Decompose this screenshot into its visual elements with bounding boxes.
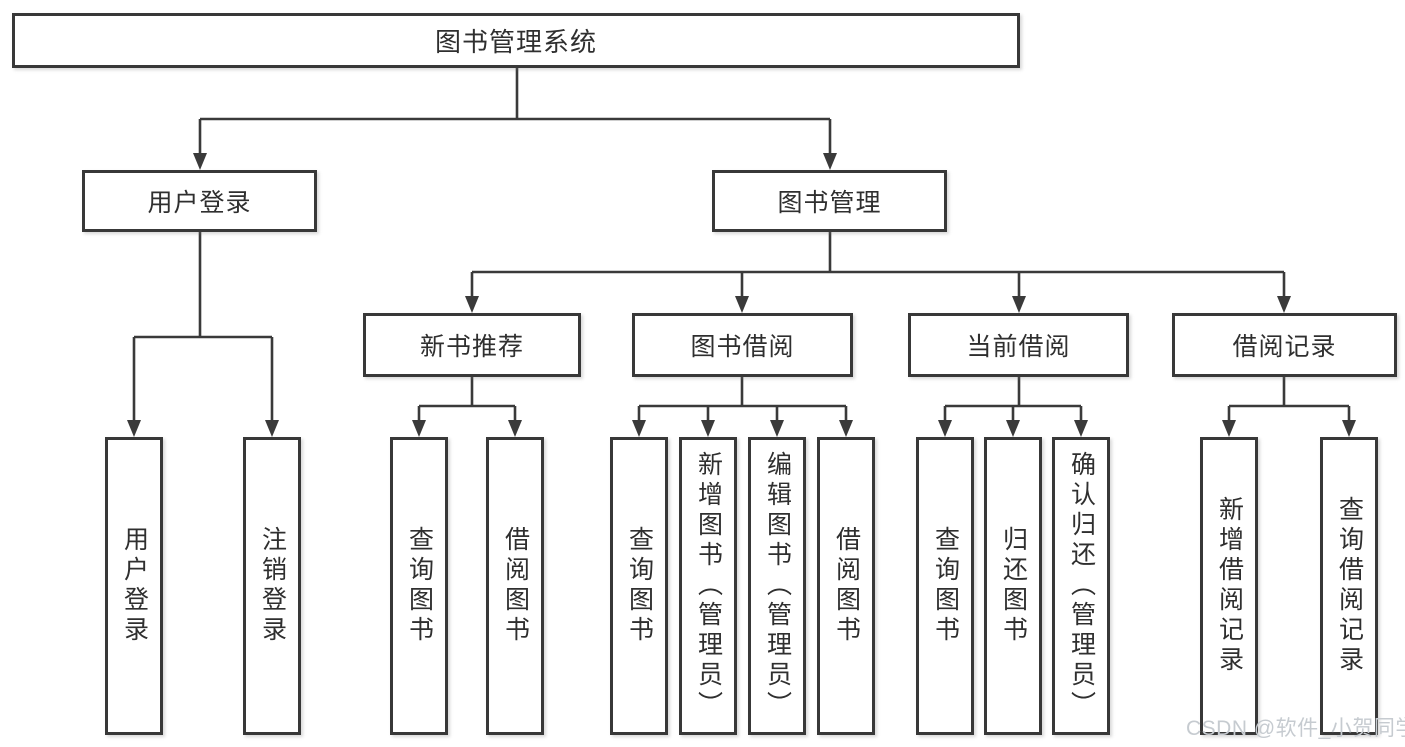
leaf-user-login: 用户登录 xyxy=(105,437,163,735)
leaf-borrow-books-borrowing: 借阅图书 xyxy=(817,437,875,735)
leaf-borrow-books-recommend: 借阅图书 xyxy=(486,437,544,735)
node-borrowing-records: 借阅记录 xyxy=(1172,313,1397,377)
leaf-return-books-label: 归还图书 xyxy=(999,526,1028,646)
node-new-book-recommend: 新书推荐 xyxy=(363,313,581,377)
connector-root-to-level2 xyxy=(198,68,832,156)
leaf-edit-book-admin-label: 编辑图书（管理员） xyxy=(763,451,792,721)
leaf-edit-book-admin: 编辑图书（管理员） xyxy=(748,437,806,735)
leaf-logout-label: 注销登录 xyxy=(258,526,287,646)
connector-new-book-to-leaves xyxy=(417,377,517,423)
leaf-query-books-recommend: 查询图书 xyxy=(390,437,448,735)
leaf-add-book-admin-label: 新增图书（管理员） xyxy=(694,451,723,721)
node-book-management: 图书管理 xyxy=(712,170,947,232)
leaf-query-books-current-label: 查询图书 xyxy=(931,526,960,646)
arrowheads xyxy=(127,153,1356,437)
connector-book-borrowing-to-leaves xyxy=(637,377,848,423)
leaf-return-books: 归还图书 xyxy=(984,437,1042,735)
node-current-borrowing: 当前借阅 xyxy=(908,313,1129,377)
connector-borrowing-records-to-leaves xyxy=(1227,377,1351,423)
leaf-query-books-recommend-label: 查询图书 xyxy=(405,526,434,646)
leaf-confirm-return-admin: 确认归还（管理员） xyxy=(1052,437,1110,735)
leaf-confirm-return-admin-label: 确认归还（管理员） xyxy=(1067,451,1096,721)
leaf-query-books-borrowing: 查询图书 xyxy=(610,437,668,735)
connector-user-login-to-leaves xyxy=(132,232,274,423)
leaf-query-books-borrowing-label: 查询图书 xyxy=(625,526,654,646)
leaf-add-borrow-record-label: 新增借阅记录 xyxy=(1215,496,1244,676)
leaf-add-borrow-record: 新增借阅记录 xyxy=(1200,437,1258,735)
leaf-add-book-admin: 新增图书（管理员） xyxy=(679,437,737,735)
watermark: CSDN @软件_小贺同学 xyxy=(1186,717,1405,740)
leaf-query-borrow-record-label: 查询借阅记录 xyxy=(1335,496,1364,676)
node-root-system: 图书管理系统 xyxy=(12,13,1020,68)
leaf-query-borrow-record: 查询借阅记录 xyxy=(1320,437,1378,735)
node-user-login: 用户登录 xyxy=(82,170,317,232)
connector-book-management-to-level3 xyxy=(470,232,1286,299)
leaf-user-login-label: 用户登录 xyxy=(120,526,149,646)
connector-current-borrowing-to-leaves xyxy=(943,377,1083,423)
leaf-logout: 注销登录 xyxy=(243,437,301,735)
leaf-borrow-books-borrowing-label: 借阅图书 xyxy=(832,526,861,646)
node-book-borrowing: 图书借阅 xyxy=(632,313,853,377)
leaf-borrow-books-recommend-label: 借阅图书 xyxy=(501,526,530,646)
leaf-query-books-current: 查询图书 xyxy=(916,437,974,735)
